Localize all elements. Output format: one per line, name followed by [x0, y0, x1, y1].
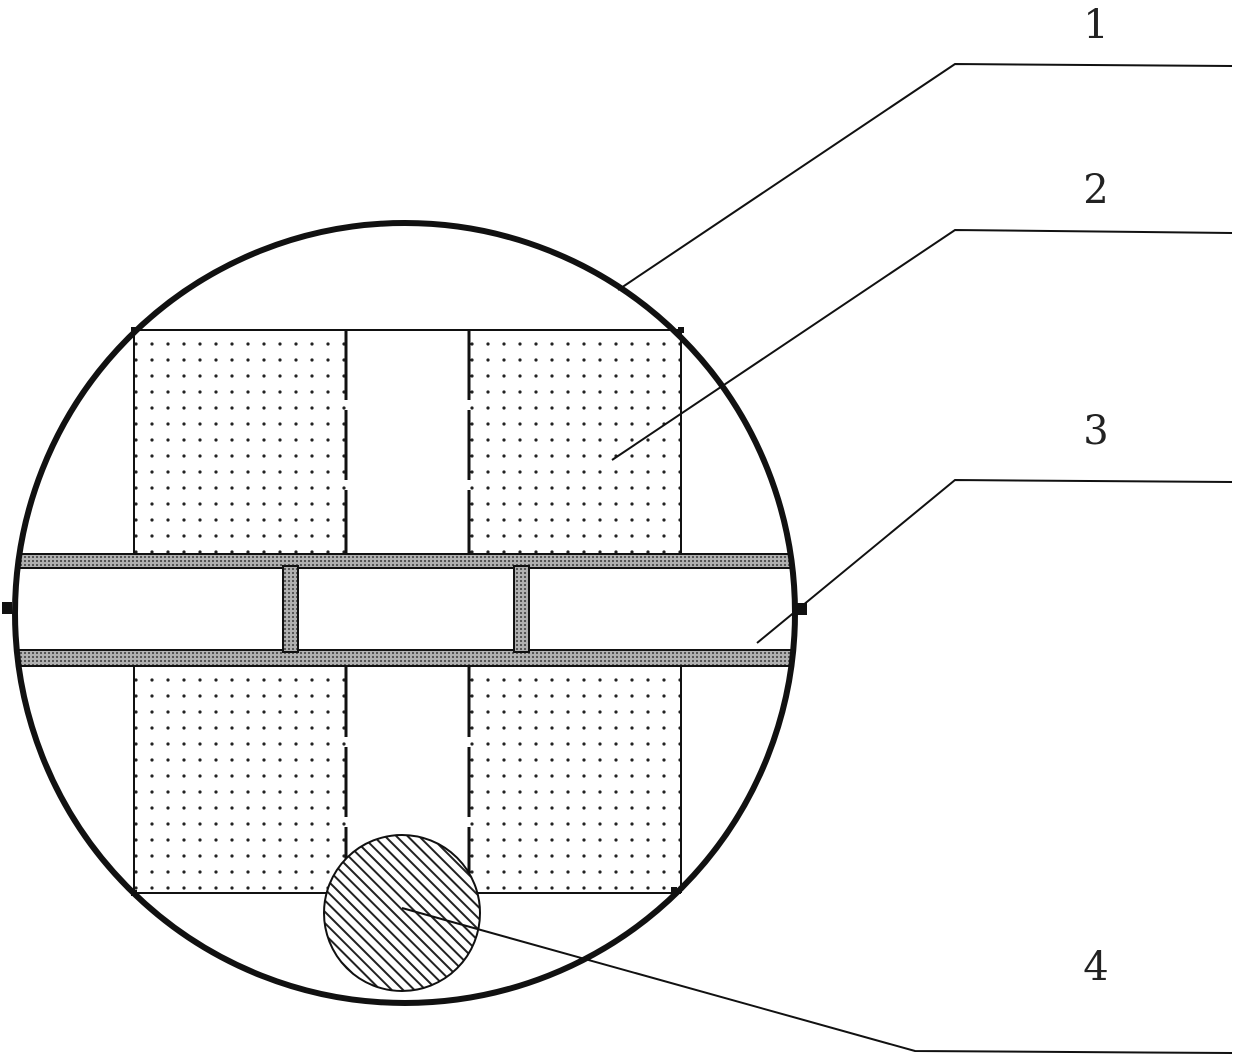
- cross-bar-bottom-band: [15, 649, 795, 667]
- callout-number-3: 3: [1083, 408, 1108, 454]
- filler-block-upper-right: [469, 330, 681, 555]
- bar-end-marker-right: [797, 603, 807, 615]
- cross-bar-top-band: [15, 553, 795, 569]
- callout-number-1: 1: [1083, 2, 1108, 48]
- corner-tick-bottom-right: [671, 887, 677, 893]
- cross-bar: [15, 553, 795, 667]
- corner-tick-top-left: [131, 327, 137, 333]
- block-outline: [133, 329, 682, 894]
- callout-number-4: 4: [1083, 944, 1108, 990]
- filler-block-lower-left: [134, 667, 346, 893]
- leader-line-3: [756, 478, 1233, 644]
- filler-block-upper-left: [134, 330, 346, 555]
- cross-bar-divider-left: [282, 565, 299, 653]
- leader-line-2: [611, 228, 1233, 461]
- hatched-circle: [323, 834, 481, 992]
- bar-end-marker-left: [2, 602, 12, 614]
- filler-block-lower-right: [469, 667, 681, 893]
- corner-tick-top-right: [678, 327, 684, 333]
- cross-bar-divider-right: [513, 565, 530, 653]
- leader-line-1: [617, 62, 1233, 291]
- leader-lines: [401, 62, 1233, 1054]
- dotted-filler-blocks: [134, 330, 681, 893]
- callout-number-2: 2: [1083, 167, 1108, 213]
- leader-line-4: [401, 907, 1233, 1054]
- corner-ticks: [131, 327, 684, 896]
- corner-tick-bottom-left: [131, 890, 137, 896]
